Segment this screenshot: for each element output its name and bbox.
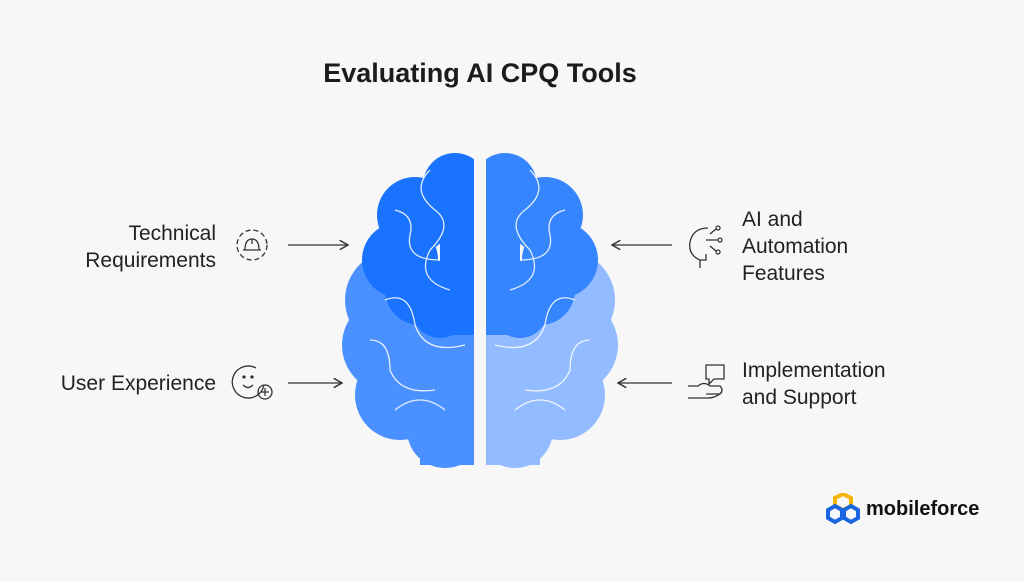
label-line: and Support <box>742 386 857 409</box>
label-line: Implementation <box>742 359 886 382</box>
label-user-experience: User Experience <box>20 370 216 397</box>
smiley-plus-icon <box>231 365 273 400</box>
brain-left-hemisphere <box>342 153 474 468</box>
brand-logo: mobileforce <box>826 493 979 525</box>
label-technical-requirements: Technical Requirements <box>40 220 216 274</box>
head-circuit-icon <box>689 225 723 268</box>
brain-right-hemisphere <box>486 153 618 468</box>
label-line: User Experience <box>60 372 216 395</box>
label-line: AI and <box>742 208 803 231</box>
label-line: Automation <box>742 235 849 258</box>
label-implementation-support: Implementation and Support <box>742 357 886 411</box>
brain-top-left <box>362 153 474 338</box>
brand-name: mobileforce <box>866 497 980 520</box>
gear-helmet-icon <box>236 229 268 261</box>
hand-chat-icon <box>688 364 725 399</box>
brain-top-right <box>486 153 598 338</box>
label-line: Technical <box>128 222 216 245</box>
label-ai-automation: AI and Automation Features <box>742 206 848 287</box>
mobileforce-logo-icon <box>826 493 860 525</box>
label-line: Features <box>742 262 825 285</box>
page-title: Evaluating AI CPQ Tools <box>323 58 637 88</box>
label-line: Requirements <box>85 249 216 272</box>
